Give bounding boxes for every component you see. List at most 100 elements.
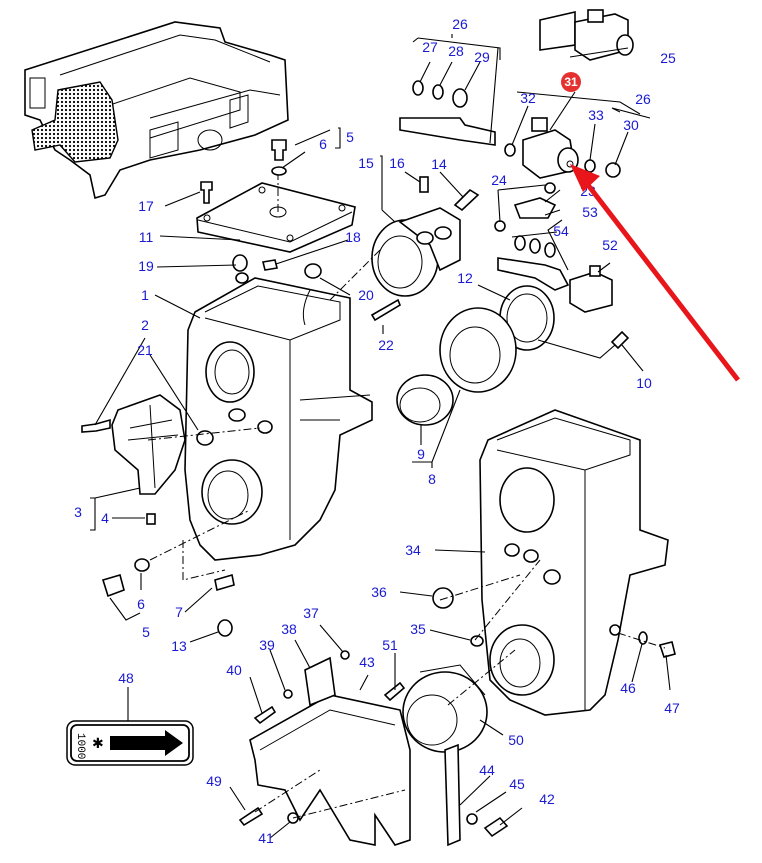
label-40: 40 — [226, 662, 242, 678]
label-6-bottom: 6 — [137, 596, 145, 612]
valve-spool-26 — [399, 117, 496, 146]
plug-5-lower — [101, 574, 125, 598]
label-10: 10 — [636, 375, 652, 391]
flange-50 — [402, 664, 488, 753]
bolt-40 — [253, 705, 277, 725]
screw-16 — [419, 176, 429, 193]
label-17: 17 — [138, 198, 154, 214]
oring-32 — [504, 143, 516, 157]
label-26-right: 26 — [635, 91, 651, 107]
label-5-bottom: 5 — [142, 624, 150, 640]
label-28: 28 — [448, 43, 464, 59]
label-48: 48 — [118, 670, 134, 686]
label-38: 38 — [281, 621, 297, 637]
label-42: 42 — [539, 791, 555, 807]
cap-36 — [432, 587, 454, 609]
label-39: 39 — [259, 637, 275, 653]
label-18: 18 — [345, 229, 361, 245]
label-4: 4 — [101, 510, 109, 526]
label-52: 52 — [602, 237, 618, 253]
highlight-badge-31 — [561, 72, 581, 92]
coil-connector-52 — [569, 265, 613, 313]
label-47: 47 — [664, 700, 680, 716]
label-12: 12 — [457, 270, 473, 286]
label-54: 54 — [553, 223, 569, 239]
label-43: 43 — [359, 654, 375, 670]
label-49: 49 — [206, 773, 222, 789]
label-37: 37 — [303, 605, 319, 621]
label-1: 1 — [141, 287, 149, 303]
label-22: 22 — [378, 337, 394, 353]
oring-21 — [196, 430, 214, 446]
label-33: 33 — [588, 107, 604, 123]
bolt-10 — [610, 330, 630, 350]
oring-28 — [432, 84, 444, 100]
label-15: 15 — [358, 155, 374, 171]
label-2: 2 — [141, 317, 149, 333]
label-24: 24 — [491, 172, 507, 188]
label-30: 30 — [623, 117, 639, 133]
pto-guard-43 — [249, 694, 411, 846]
oring-27 — [412, 80, 424, 96]
nut-37 — [340, 650, 350, 660]
plate-44 — [444, 743, 461, 847]
label-25: 25 — [660, 50, 676, 66]
bushing-9 — [396, 374, 454, 426]
label-20: 20 — [358, 287, 374, 303]
highlight-pointer-arrow — [570, 164, 740, 382]
label-19: 19 — [138, 258, 154, 274]
oring-29 — [452, 88, 468, 108]
washer-45 — [466, 813, 478, 825]
label-32: 32 — [520, 90, 536, 106]
label-6-top: 6 — [319, 136, 327, 152]
washer-46 — [638, 631, 648, 645]
label-53: 53 — [582, 204, 598, 220]
lower-housing — [479, 409, 669, 716]
stud-22 — [370, 298, 401, 322]
label-26-top: 26 — [452, 16, 468, 32]
assembly-axes — [147, 175, 666, 819]
label-45: 45 — [509, 776, 525, 792]
bolt-17 — [200, 181, 213, 204]
label-14: 14 — [431, 156, 447, 172]
label-29: 29 — [474, 49, 490, 65]
side-cover — [111, 394, 186, 495]
plug-35 — [470, 635, 484, 647]
washer-39 — [283, 689, 293, 699]
orings-54 — [514, 235, 556, 258]
breather-7 — [214, 573, 235, 592]
label-51: 51 — [382, 637, 398, 653]
solenoid-valve-25 — [539, 9, 634, 61]
label-41: 41 — [258, 830, 274, 846]
label-44: 44 — [479, 762, 495, 778]
bolt-2 — [81, 418, 111, 433]
tractor-chassis-thumbnail — [24, 21, 289, 200]
flange-housing — [439, 307, 517, 393]
washer-6-lower — [134, 558, 150, 572]
clamp-23 — [513, 197, 557, 219]
label-35: 35 — [410, 621, 426, 637]
bolt-14 — [453, 188, 480, 212]
label-3: 3 — [74, 504, 82, 520]
cap-13 — [217, 619, 233, 637]
label-8: 8 — [428, 471, 436, 487]
label-5-top: 5 — [346, 129, 354, 145]
label-31: 31 — [564, 75, 578, 89]
label-16: 16 — [389, 155, 405, 171]
bolt-49 — [238, 806, 264, 827]
label-27: 27 — [422, 39, 438, 55]
label-34: 34 — [405, 542, 421, 558]
nut-30 — [605, 162, 621, 178]
label-11: 11 — [139, 229, 154, 245]
oring-33 — [584, 159, 596, 173]
bracket-38 — [304, 656, 336, 707]
cartridge-53 — [497, 257, 570, 291]
cover-plate — [196, 182, 356, 253]
plug-5 — [271, 139, 287, 176]
label-7: 7 — [175, 604, 183, 620]
label-50: 50 — [508, 732, 524, 748]
direction-decal-48: 1000 ✱ — [66, 720, 194, 766]
plug-47 — [658, 641, 676, 658]
label-9: 9 — [417, 446, 425, 462]
